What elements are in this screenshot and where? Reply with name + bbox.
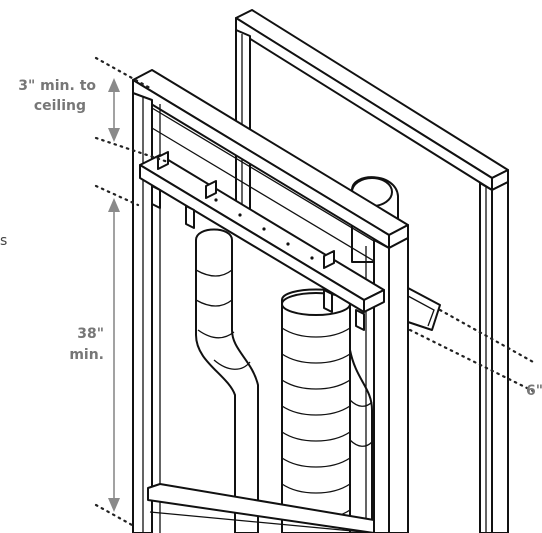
dotted-reference-lines bbox=[94, 56, 537, 527]
ceiling-clearance-label-line1: 3" min. to bbox=[18, 78, 96, 94]
front-frame bbox=[132, 69, 409, 533]
height-label-line1: 38" bbox=[77, 326, 104, 342]
mounting-bracket bbox=[139, 151, 441, 331]
right-edge-label-fragment: 6" bbox=[526, 383, 542, 399]
center-duct bbox=[281, 288, 351, 533]
ceiling-clearance-dimension bbox=[108, 78, 120, 142]
height-dimension bbox=[108, 198, 120, 512]
ceiling-clearance-label-line2: ceiling bbox=[34, 98, 86, 114]
left-edge-label-fragment: s bbox=[0, 233, 7, 249]
right-duct bbox=[349, 349, 373, 533]
back-frame bbox=[235, 9, 509, 533]
left-duct bbox=[195, 228, 259, 533]
height-label-line2: min. bbox=[69, 347, 104, 363]
